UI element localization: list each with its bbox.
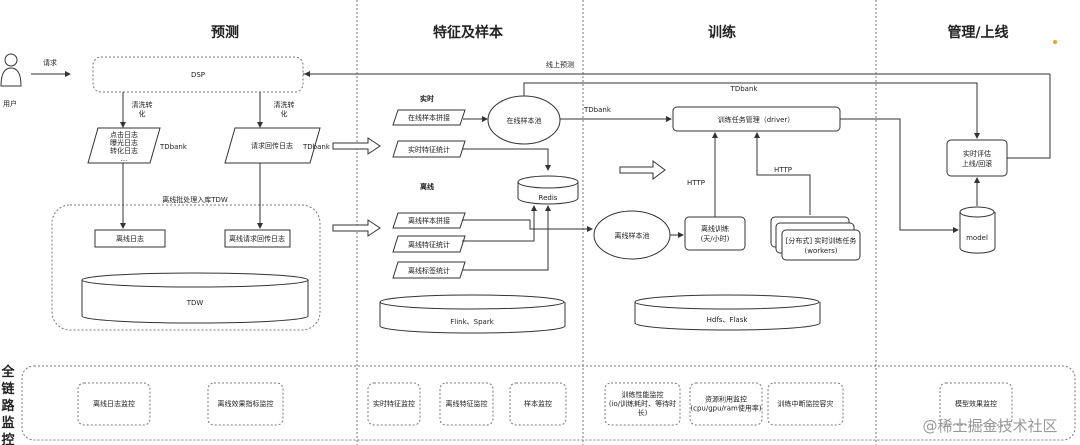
dsp-box (92, 56, 304, 93)
monitor-label: 样本监控 (524, 399, 552, 408)
tdw-label: TDW (186, 299, 204, 307)
monitor-box (939, 382, 1013, 426)
log-item: 曝光日志 (110, 138, 138, 147)
offline-log-label: 离线日志 (116, 234, 144, 243)
event-logs-box (87, 127, 161, 164)
svg-text:路: 路 (1, 398, 15, 414)
realtime-label: 实时 (420, 94, 434, 103)
monitor-label: 离线日志监控 (93, 399, 135, 408)
svg-text:控: 控 (1, 432, 14, 445)
offline-request-log-box (224, 229, 291, 248)
hollow-arrow-icon (332, 219, 381, 237)
model-label: model (966, 234, 988, 242)
workers-stack (770, 216, 861, 261)
tdw-cylinder (81, 272, 309, 324)
redis-label: Redis (539, 194, 558, 202)
offline-request-log-label: 离线请求回传日志 (229, 234, 285, 243)
realtime-stats-box (392, 140, 466, 158)
monitor-label: 离线效果指标监控 (218, 399, 274, 408)
monitor-label: (io/训练耗时、等待时 (609, 399, 676, 408)
svg-text:监: 监 (1, 415, 14, 431)
offline-join-label: 离线样本拼接 (408, 216, 450, 225)
offline-feature-stats-box (392, 235, 466, 253)
online-predict-label: 线上预测 (546, 60, 574, 69)
monitoring-title: 全 链 路 监 控 (0, 364, 15, 445)
watermark: @稀土掘金技术社区 (922, 417, 1057, 435)
monitor-label: 训练性能监控 (622, 390, 664, 399)
online-join-label: 在线样本拼接 (408, 113, 450, 122)
http-label: HTTP (774, 166, 792, 174)
group-label: 离线批处理入库TDW (162, 195, 228, 204)
driver-label: 训练任务管理（driver） (718, 115, 795, 124)
clean-label: 化 (139, 109, 146, 118)
user-icon (0, 53, 22, 87)
flink-spark-label: Flink、Spark (450, 318, 494, 326)
offline-training-label: 离线训练 (701, 224, 729, 233)
eval-label: 上线/回滚 (962, 159, 992, 168)
monitor-box (439, 382, 494, 426)
http-label: HTTP (687, 179, 705, 187)
svg-text:链: 链 (0, 381, 15, 397)
online-pool-label: 在线样本池 (507, 116, 542, 125)
column-header-features: 特征及样本 (433, 24, 504, 41)
request-log-box (224, 127, 321, 164)
offline-batch-group (51, 204, 321, 331)
model-cylinder (959, 206, 996, 254)
clean-label: 清洗转 (274, 100, 295, 109)
tdbank-label: TDbank (159, 143, 188, 151)
monitor-label: 训练中断监控容灾 (778, 399, 834, 408)
clean-label: 清洗转 (132, 100, 153, 109)
hdfs-flask-cylinder (634, 294, 821, 331)
monitor-label: 资源利用监控 (705, 395, 747, 404)
offline-label-stats-label: 离线标签统计 (408, 266, 450, 275)
monitor-label: 实时特征监控 (373, 399, 415, 408)
monitor-label: 离线特征监控 (446, 399, 488, 408)
column-header-deploy: 管理/上线 (947, 24, 1008, 41)
monitor-box (689, 382, 763, 426)
monitor-box (509, 382, 567, 426)
eval-rollout-box (946, 139, 1008, 177)
monitor-label: 长) (638, 408, 648, 417)
monitor-label: (cpu/gpu/ram使用率) (690, 404, 761, 413)
request-log-label: 请求回传日志 (251, 141, 293, 150)
flink-spark-cylinder (379, 294, 566, 334)
online-join-box (392, 109, 466, 126)
user-label: 用户 (3, 99, 17, 108)
offline-log-box (94, 229, 166, 248)
hollow-arrow-icon (619, 160, 666, 180)
realtime-stats-label: 实时特征统计 (408, 145, 450, 154)
monitoring-group (21, 365, 1076, 441)
monitor-label: 模型效果监控 (955, 399, 997, 408)
tdbank-label: TDbank (583, 106, 612, 114)
redis-cylinder (517, 175, 579, 205)
offline-join-box (392, 212, 466, 229)
offline-training-box (684, 216, 746, 251)
dsp-label: DSP (191, 71, 205, 79)
clean-label: 化 (281, 109, 288, 118)
eval-label: 实时评估 (963, 149, 991, 158)
workers-label: (workers) (805, 247, 838, 255)
column-header-predict: 预测 (211, 24, 239, 41)
log-item: 转化日志 (110, 146, 138, 155)
offline-label: 离线 (420, 182, 434, 191)
offline-feature-stats-label: 离线特征统计 (408, 240, 450, 249)
hollow-arrow-icon (332, 137, 381, 155)
hdfs-flask-label: Hdfs、Flask (707, 316, 749, 324)
log-item: ... (121, 155, 128, 163)
monitor-box (77, 382, 151, 426)
tdbank-label: TDbank (730, 85, 759, 93)
offline-training-label: (天/小时) (701, 234, 730, 243)
svg-text:全: 全 (0, 364, 15, 380)
log-item: 点击日志 (110, 130, 138, 139)
column-header-training: 训练 (708, 24, 736, 41)
monitor-box (367, 382, 421, 426)
offline-pool-label: 离线样本池 (615, 231, 650, 240)
workers-label: [分布式] 实时训练任务 (786, 236, 857, 245)
tdbank-label: TDbank (302, 143, 331, 151)
request-label: 请求 (43, 58, 57, 67)
monitoring-items: 离线日志监控 离线效果指标监控 实时特征监控 离线特征监控 样本监控 训练性能监控(io/… (77, 382, 1013, 426)
offline-label-stats-box (392, 261, 466, 279)
accent-dot (1053, 40, 1057, 44)
